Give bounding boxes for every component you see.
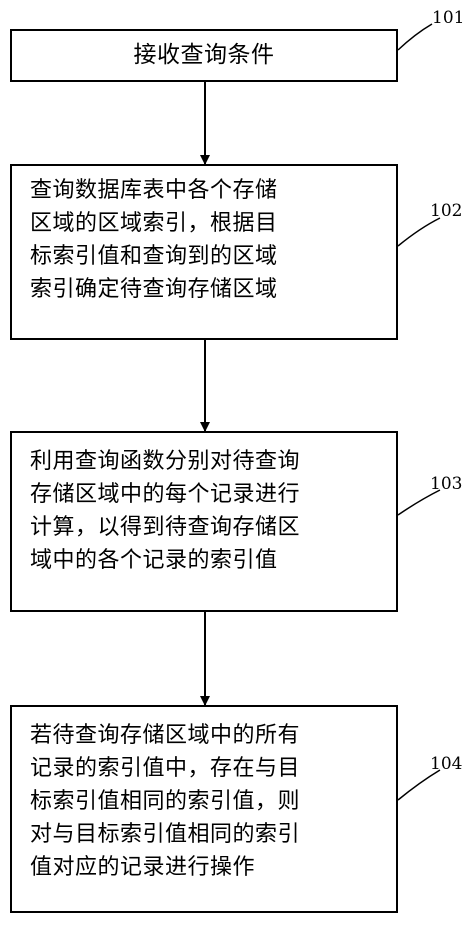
leader-line-103 xyxy=(397,489,441,516)
step-box-103: 利用查询函数分别对待查询 存储区域中的每个记录进行 计算，以得到待查询存储区 域… xyxy=(10,431,398,612)
step-text-103: 利用查询函数分别对待查询 存储区域中的每个记录进行 计算，以得到待查询存储区 域… xyxy=(30,449,301,573)
step-label-101: 101 xyxy=(432,8,465,28)
step-text-104: 若待查询存储区域中的所有 记录的索引值中，存在与目 标索引值相同的索引值，则 对… xyxy=(30,723,301,880)
step-text-102: 查询数据库表中各个存储 区域的区域索引，根据目 标索引值和查询到的区域 索引确定… xyxy=(30,178,278,302)
leader-line-104 xyxy=(397,769,441,801)
step-box-101: 接收查询条件 xyxy=(10,29,398,82)
step-text-101: 接收查询条件 xyxy=(133,42,275,68)
step-box-104: 若待查询存储区域中的所有 记录的索引值中，存在与目 标索引值相同的索引值，则 对… xyxy=(10,705,398,913)
step-label-103: 103 xyxy=(430,474,463,494)
leader-line-101 xyxy=(397,23,433,51)
step-label-102: 102 xyxy=(430,201,463,221)
step-label-104: 104 xyxy=(430,754,463,774)
step-box-102: 查询数据库表中各个存储 区域的区域索引，根据目 标索引值和查询到的区域 索引确定… xyxy=(10,164,398,340)
leader-line-102 xyxy=(397,217,441,247)
